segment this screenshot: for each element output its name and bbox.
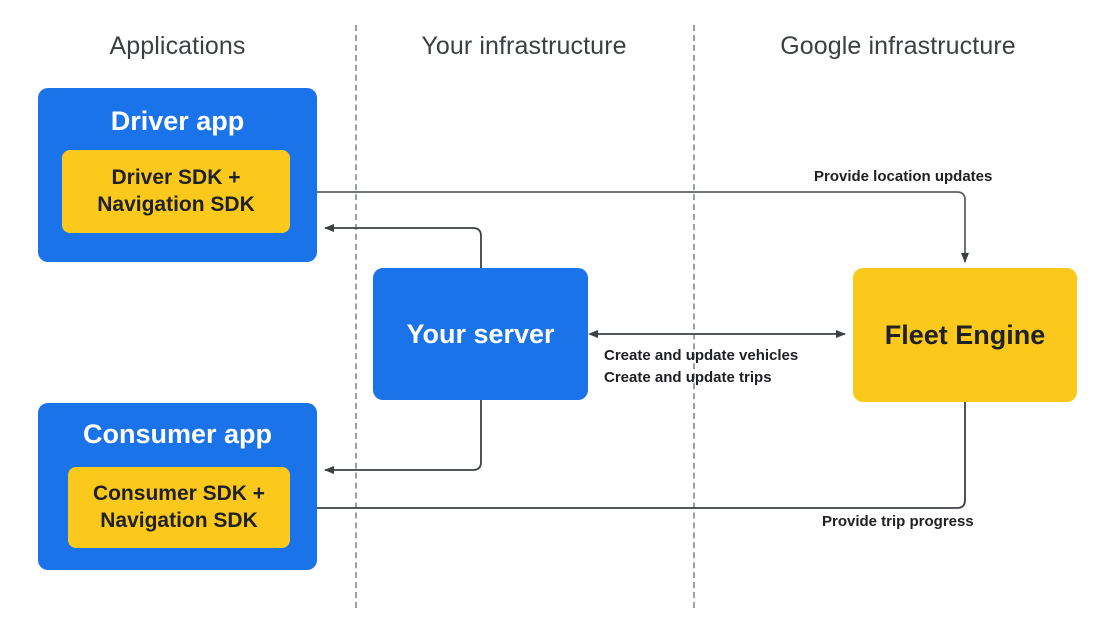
edge-label-provide-location-updates: Provide location updates [814, 168, 993, 185]
your-server-label: Your server [406, 318, 555, 349]
fleet-engine-label: Fleet Engine [884, 319, 1046, 350]
node-driver-app[interactable]: Driver app Driver SDK + Navigation SDK [38, 88, 317, 262]
driver-sdk-label: Driver SDK + Navigation SDK [97, 165, 255, 216]
column-header-applications: Applications [109, 32, 246, 60]
edge-server-to-driver-app [324, 224, 482, 268]
lane-divider-left [355, 25, 357, 608]
node-your-server[interactable]: Your server [373, 268, 588, 400]
consumer-sdk-box[interactable]: Consumer SDK + Navigation SDK [68, 467, 290, 548]
edge-label-create-update-trips: Create and update trips [604, 368, 772, 386]
column-header-your-infrastructure: Your infrastructure [421, 32, 627, 60]
edge-label-create-update-vehicles: Create and update vehicles [604, 347, 799, 364]
driver-app-title: Driver app [110, 106, 245, 136]
edge-server-to-consumer-app [324, 400, 482, 474]
column-header-google-infrastructure: Google infrastructure [780, 32, 1016, 60]
lane-divider-right [693, 25, 695, 608]
node-consumer-app[interactable]: Consumer app Consumer SDK + Navigation S… [38, 403, 317, 570]
driver-sdk-box[interactable]: Driver SDK + Navigation SDK [62, 150, 290, 233]
consumer-app-title: Consumer app [82, 419, 273, 449]
edge-label-provide-trip-progress: Provide trip progress [822, 513, 974, 530]
edge-fleet-engine-to-consumer-sdk [297, 402, 966, 512]
edge-driver-to-fleet-engine [290, 191, 969, 263]
consumer-sdk-label: Consumer SDK + Navigation SDK [92, 481, 266, 532]
node-fleet-engine[interactable]: Fleet Engine [853, 268, 1077, 402]
edge-label-create-and-update: Create and update vehicles Create and up… [604, 345, 798, 389]
